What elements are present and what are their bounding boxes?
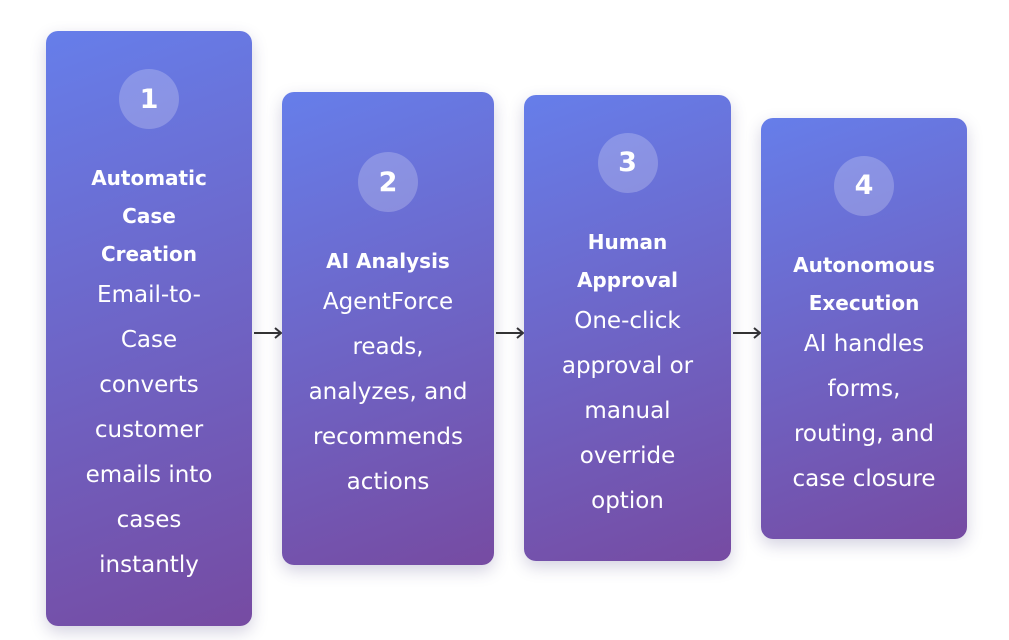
step-description: One-click approval or manual override op… xyxy=(561,307,694,514)
step-title: Automatic Case Creation xyxy=(91,166,207,266)
step-number-badge: 1 xyxy=(119,69,179,129)
step-description: AgentForce reads, analyzes, and recommen… xyxy=(308,289,468,495)
step-description: Email-to-Case converts customer emails i… xyxy=(85,282,213,578)
step-title: AI Analysis xyxy=(326,249,450,273)
step-card-4: 4 Autonomous Execution AI handles forms,… xyxy=(761,118,967,539)
arrow-right-icon xyxy=(254,327,283,339)
step-number-badge: 3 xyxy=(597,132,658,193)
step-card-2: 2 AI Analysis AgentForce reads, analyzes… xyxy=(282,92,494,565)
step-card-1: 1 Automatic Case Creation Email-to-Case … xyxy=(46,31,252,626)
step-number-badge: 4 xyxy=(834,155,894,216)
arrow-right-icon xyxy=(733,327,762,339)
step-number-badge: 2 xyxy=(358,152,418,212)
step-title: Human Approval xyxy=(576,229,679,292)
step-title: Autonomous Execution xyxy=(793,252,935,315)
arrow-right-icon xyxy=(496,327,525,339)
step-description: AI handles forms, routing, and case clos… xyxy=(792,330,936,492)
step-card-3: 3 Human Approval One-click approval or m… xyxy=(524,95,731,561)
